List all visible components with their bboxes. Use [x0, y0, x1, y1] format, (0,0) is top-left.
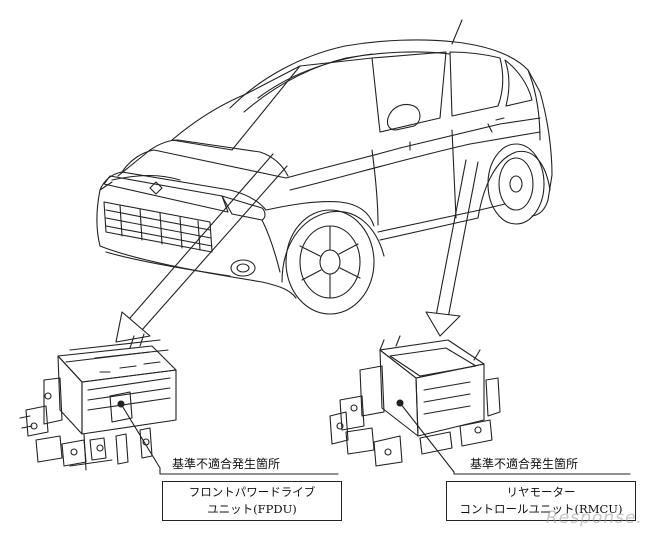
- rmcu-defect-label: 基準不適合発生箇所: [470, 457, 579, 471]
- fpdu-unit-icon: [19, 333, 177, 471]
- rmcu-name-line1: リヤモーター: [506, 485, 576, 499]
- rmcu-unit-icon: [329, 335, 501, 473]
- fpdu-leader-line: [159, 467, 339, 475]
- rmcu-name-line2: コントロールユニット(RMCU): [459, 502, 623, 516]
- suv-icon: [96, 19, 553, 315]
- arrow-to-fpdu: [115, 153, 288, 343]
- arrow-to-rmcu: [425, 159, 479, 337]
- response-watermark: Response.: [546, 508, 643, 528]
- rmcu-name-box: リヤモーター コントロールユニット(RMCU): [446, 481, 636, 521]
- fpdu-name-box: フロントパワードライブ ユニット(FPDU): [162, 481, 342, 521]
- fpdu-name-line1: フロントパワードライブ: [188, 485, 316, 499]
- rmcu-leader-line: [453, 471, 631, 475]
- fpdu-name-line2: ユニット(FPDU): [207, 502, 297, 516]
- fpdu-defect-label: 基準不適合発生箇所: [172, 457, 281, 471]
